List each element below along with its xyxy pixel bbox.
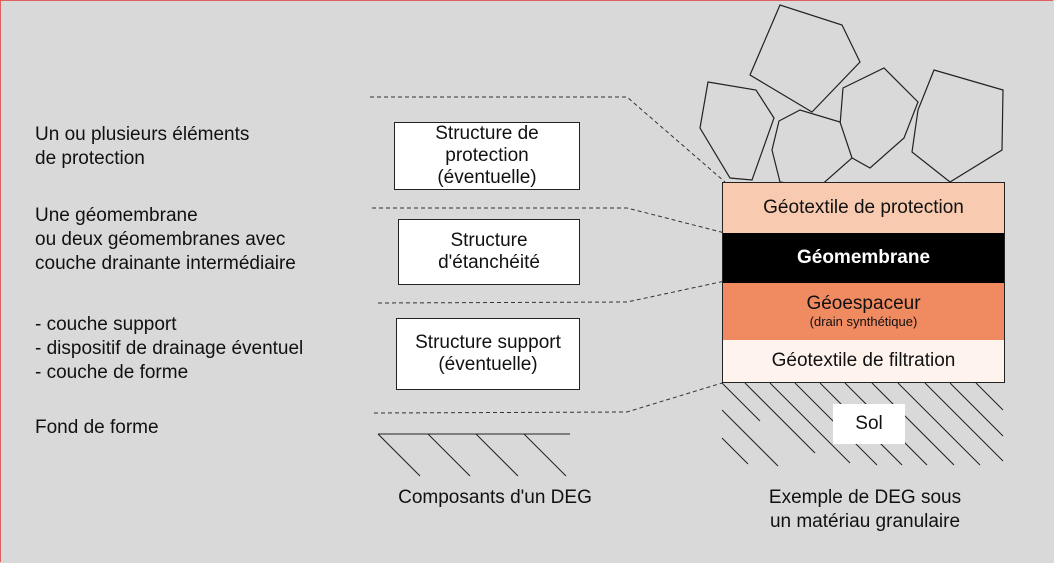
caption-example: Exemple de DEG sous un matériau granulai… <box>768 487 962 532</box>
label-subgrade: Fond de forme <box>35 417 159 438</box>
label-geomembranes: Une géomembrane ou deux géomembranes ave… <box>35 205 296 274</box>
stone-2 <box>749 4 861 113</box>
caption-components: Composants d'un DEG <box>398 487 592 508</box>
layer-geospacer: Géoespaceur (drain synthétique) <box>722 283 1005 340</box>
layer-protection-geotextile: Géotextile de protection <box>722 182 1005 233</box>
stone-polygon-icon <box>699 4 1004 189</box>
structure-sealing-box: Structure d'étanchéité <box>398 219 580 285</box>
label-protection-elements: Un ou plusieurs éléments de protection <box>35 124 250 169</box>
layer-geospacer-text: Géoespaceur <box>806 292 921 314</box>
structure-protection-box: Structure de protection (éventuelle) <box>394 122 580 190</box>
stone-1 <box>699 81 775 181</box>
structure-support-box: Structure support (éventuelle) <box>396 318 580 390</box>
layer-filtration-geotextile: Géotextile de filtration <box>722 340 1005 383</box>
connector-protection <box>370 96 726 183</box>
soil-label-text: Sol <box>855 413 883 434</box>
label-support-items: - couche support - dispositif de drainag… <box>35 314 304 383</box>
layer-geomembrane: Géomembrane <box>722 233 1005 283</box>
structure-sealing-text: Structure d'étanchéité <box>438 230 540 273</box>
layer-filtration-text: Géotextile de filtration <box>771 350 956 371</box>
stone-4 <box>911 69 1004 183</box>
connector-subgrade <box>373 382 723 414</box>
connector-lines <box>370 96 726 414</box>
soil-label-box: Sol <box>833 404 905 444</box>
stone-5 <box>771 109 853 189</box>
layer-geospacer-note: (drain synthétique) <box>809 313 918 329</box>
structure-support-text: Structure support (éventuelle) <box>415 332 561 375</box>
hatch-ground-icon <box>377 433 570 477</box>
soil-hatching-icon <box>721 382 1004 467</box>
structure-protection-text: Structure de protection (éventuelle) <box>435 123 539 188</box>
connector-support <box>377 280 726 304</box>
layer-geomembrane-text: Géomembrane <box>796 247 931 268</box>
connector-sealing <box>372 207 726 234</box>
layer-protection-text: Géotextile de protection <box>763 197 964 218</box>
